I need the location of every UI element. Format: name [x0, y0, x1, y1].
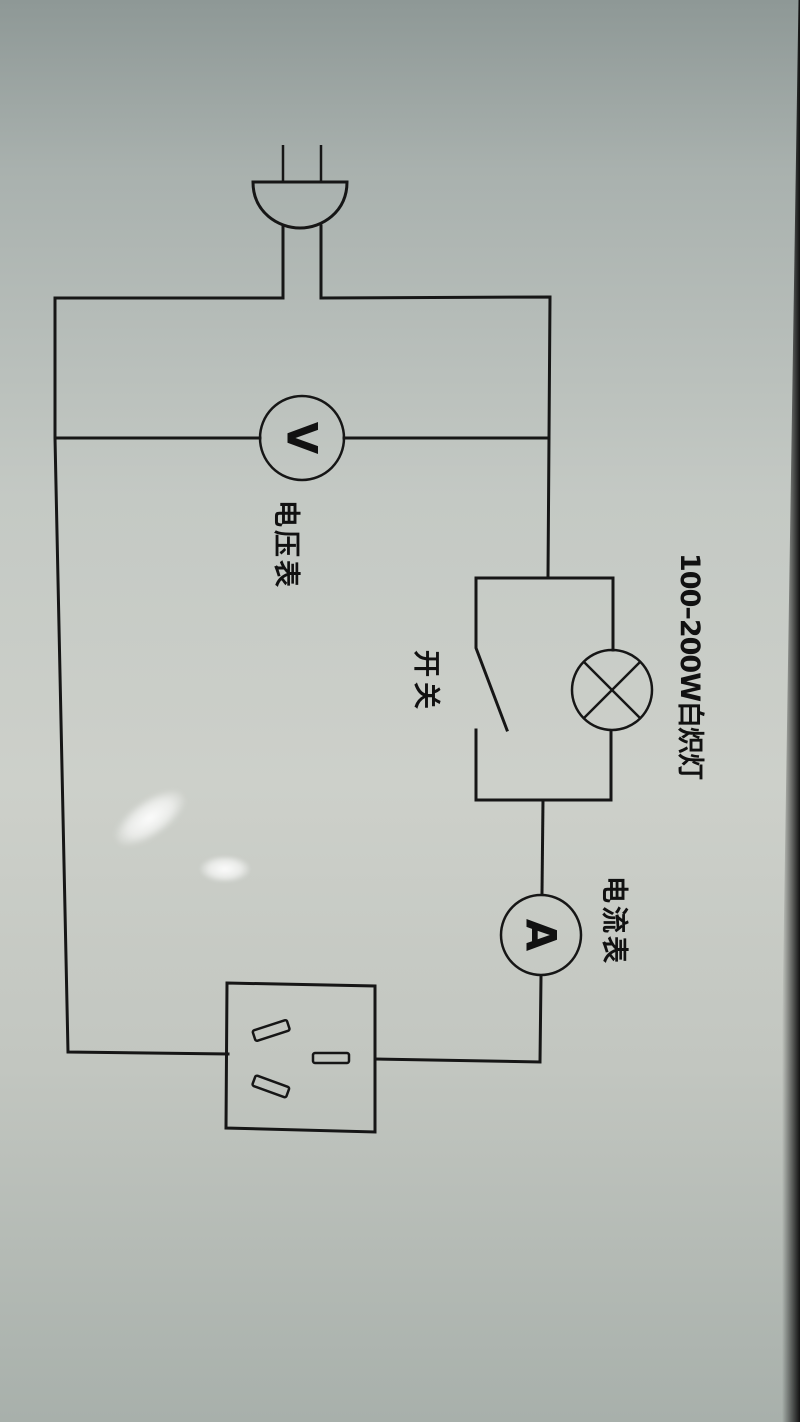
ammeter-icon: A: [499, 893, 583, 977]
voltmeter-icon: V: [258, 394, 346, 482]
svg-text:A: A: [517, 919, 566, 952]
svg-text:V: V: [278, 422, 327, 455]
screen-glare: [200, 856, 250, 882]
lamp-icon: [570, 648, 654, 732]
ammeter-label: 电流表: [598, 876, 629, 966]
socket-icon: [224, 981, 377, 1134]
lamp-label: 100–200W白炽灯: [674, 553, 705, 780]
switch-label: 开关: [410, 650, 441, 714]
voltmeter-label: 电压表: [270, 500, 301, 590]
plug-icon: [251, 145, 349, 300]
wires: [53, 295, 615, 1064]
